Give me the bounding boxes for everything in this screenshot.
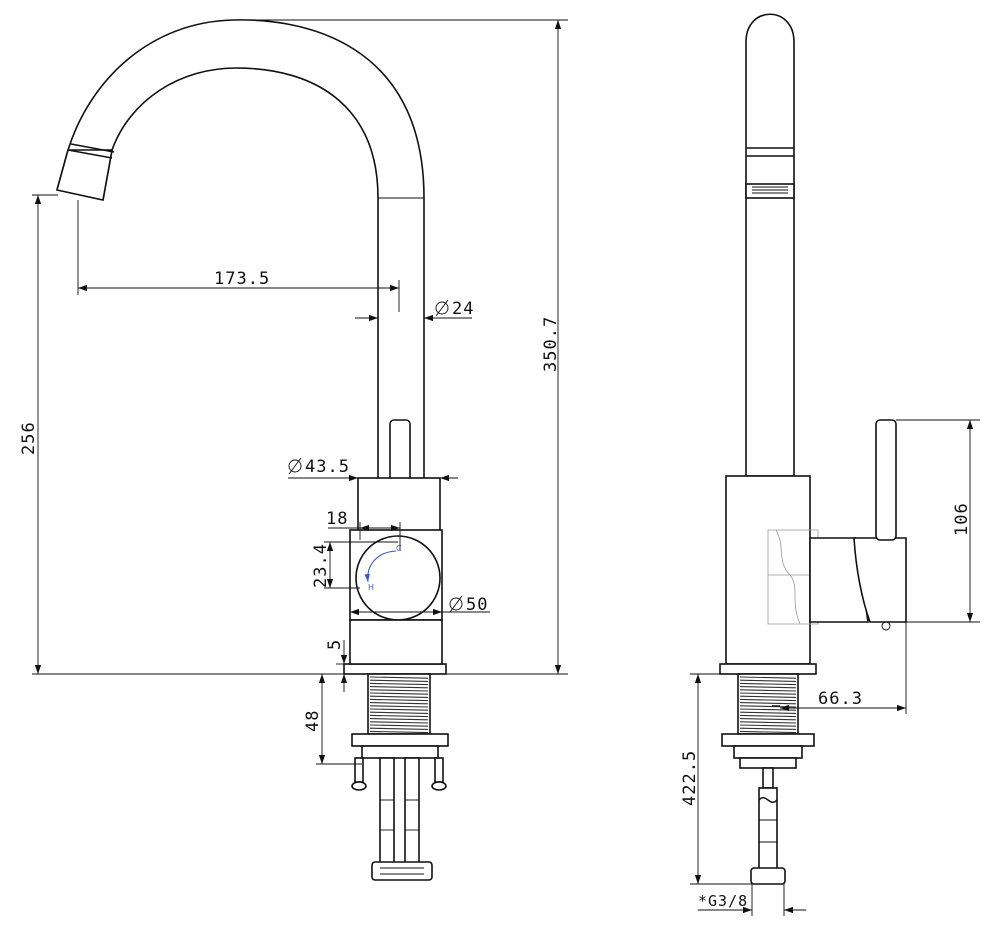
- side-base-ring: [719, 663, 817, 675]
- side-nut: [721, 733, 815, 747]
- thread-line: [739, 711, 797, 714]
- dim-body-diameter: 43.5: [305, 457, 350, 477]
- thread-line: [739, 695, 797, 698]
- side-lever-cap: [853, 537, 907, 623]
- thread-line: [369, 702, 429, 705]
- thread-line: [369, 711, 429, 714]
- side-view: 106 66.3 422.5 *G3/8: [680, 13, 980, 916]
- cold-mark: C: [396, 544, 402, 553]
- dim-spout-diameter: 24: [452, 299, 474, 319]
- side-aerator: [745, 183, 795, 199]
- side-lever: [875, 419, 897, 541]
- thread-line: [739, 724, 797, 727]
- thread-line: [369, 714, 429, 718]
- thread-line: [369, 692, 429, 695]
- thread-line: [739, 676, 797, 679]
- dim-lever-height: 106: [952, 502, 972, 536]
- thread-line: [739, 679, 797, 682]
- thread-line: [739, 698, 797, 702]
- thread-line: [369, 705, 429, 708]
- thread-line: [369, 695, 429, 698]
- front-washer: [361, 745, 439, 759]
- dim-total-height: 350.7: [541, 316, 561, 372]
- thread-line: [739, 730, 797, 734]
- dim-hose-length: 422.5: [680, 750, 700, 806]
- thread-line: [739, 721, 797, 724]
- thread-line: [369, 727, 429, 730]
- dim-spout-height: 256: [19, 421, 39, 455]
- thread-line: [369, 718, 429, 721]
- thread-line: [369, 721, 429, 724]
- thread-line: [369, 686, 429, 689]
- thread-line: [369, 730, 429, 734]
- thread-line: [739, 692, 797, 695]
- dim-connection-thread: *G3/8: [698, 892, 748, 910]
- thread-line: [739, 682, 797, 686]
- front-body-upper: [357, 477, 441, 539]
- dim-base-diameter: 50: [466, 595, 488, 615]
- thread-line: [739, 702, 797, 705]
- shank-threads: [369, 676, 429, 734]
- side-hose: [750, 767, 786, 885]
- thread-line: [739, 714, 797, 718]
- front-nut: [351, 733, 449, 747]
- dim-base-ring: 5: [325, 639, 345, 650]
- thread-line: [369, 679, 429, 682]
- thread-line: [369, 676, 429, 679]
- front-screws: [351, 757, 447, 791]
- thread-line: [739, 686, 797, 689]
- thread-line: [739, 718, 797, 721]
- thread-line: [369, 708, 429, 711]
- dim-lever-projection: 66.3: [818, 689, 863, 709]
- spout-tip: [56, 149, 113, 201]
- thread-line: [369, 682, 429, 686]
- dim-handle-height: 23.4: [311, 543, 331, 588]
- spout-inner-arc: [102, 67, 379, 480]
- hot-mark: H: [368, 583, 374, 592]
- thread-line: [369, 689, 429, 692]
- dim-handle-offset: 18: [326, 509, 348, 529]
- dim-shank-length: 48: [303, 710, 323, 732]
- thread-line: [369, 724, 429, 727]
- front-hoses: [371, 757, 433, 881]
- side-washer: [733, 745, 803, 759]
- side-spout: [745, 13, 795, 477]
- thread-line: [369, 698, 429, 702]
- front-view: C H: [19, 19, 568, 881]
- front-base-ring: [343, 663, 447, 675]
- dim-reach: 173.5: [214, 269, 270, 289]
- side-lever-housing: [809, 537, 869, 623]
- thread-line: [739, 727, 797, 730]
- spout-outer-arc: [56, 19, 425, 480]
- thread-line: [739, 689, 797, 692]
